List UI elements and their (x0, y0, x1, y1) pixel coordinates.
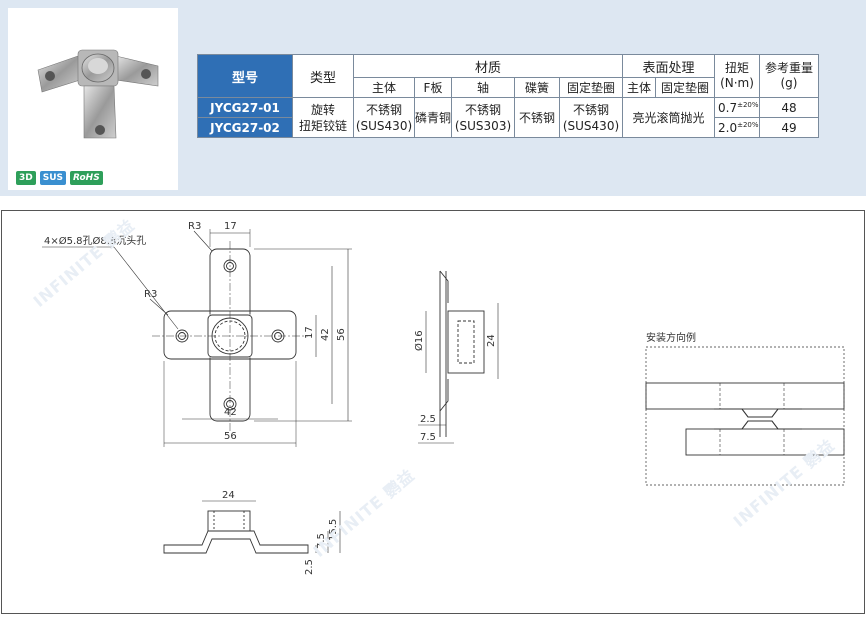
dim-7-5b: 7.5 (316, 533, 327, 549)
radius-label-top: R3 (188, 221, 201, 232)
torque-01: 0.7±20% (714, 97, 760, 118)
badge-sus: SUS (39, 171, 67, 185)
type-cell: 旋转扭矩铰链 (292, 97, 354, 138)
hole-note: 4×Ø5.8孔Ø8.8沉头孔 (44, 234, 146, 247)
torque-02: 2.0±20% (714, 117, 760, 138)
dim-24-h: 24 (222, 490, 235, 501)
body-material: 不锈钢(SUS430) (353, 97, 415, 138)
header-model: 型号 (197, 54, 293, 98)
dim-17-top: 17 (224, 221, 237, 232)
washer-material: 不锈钢(SUS430) (559, 97, 623, 138)
model-jycg27-01: JYCG27-01 (197, 97, 293, 118)
sub-surface-washer: 固定垫圈 (655, 77, 715, 98)
badge-row: 3D SUS RoHS (16, 171, 103, 185)
dim-2-5b: 2.5 (304, 559, 315, 575)
header-weight: 参考重量(g) (759, 54, 819, 98)
dim-d16: Ø16 (413, 330, 425, 351)
radius-label-left: R3 (144, 289, 157, 300)
dim-2-5a: 2.5 (420, 414, 436, 425)
product-photo (8, 8, 178, 190)
header-type: 类型 (292, 54, 354, 98)
technical-drawing: 4×Ø5.8孔Ø8.8沉头孔 R3 R3 17 42 56 17 42 56 Ø… (42, 221, 845, 575)
dim-56-v: 56 (336, 328, 347, 341)
dim-42-v: 42 (320, 328, 331, 341)
spec-table: 型号 类型 材质 表面处理 扭矩(N·m) 参考重量(g) 主体 F板 轴 碟簧… (197, 54, 819, 138)
header-material: 材质 (353, 54, 623, 78)
sub-fplate: F板 (414, 77, 452, 98)
badge-3d: 3D (16, 171, 36, 185)
sub-spring: 碟簧 (514, 77, 560, 98)
header-torque: 扭矩(N·m) (714, 54, 760, 98)
shaft-material: 不锈钢(SUS303) (451, 97, 515, 138)
fplate-material: 磷青铜 (414, 97, 452, 138)
sub-washer: 固定垫圈 (559, 77, 623, 98)
model-jycg27-02: JYCG27-02 (197, 117, 293, 138)
weight-01: 48 (759, 97, 819, 118)
surface-treatment: 亮光滚筒抛光 (622, 97, 715, 138)
install-view (645, 346, 845, 486)
header-surface: 表面处理 (622, 54, 715, 78)
dim-17-v: 17 (304, 326, 315, 339)
sub-shaft: 轴 (451, 77, 515, 98)
spring-material: 不锈钢 (514, 97, 560, 138)
dim-24-v: 24 (486, 334, 497, 347)
drawing-frame: 4×Ø5.8孔Ø8.8沉头孔 R3 R3 17 42 56 17 42 56 Ø… (1, 210, 865, 614)
install-label: 安装方向例 (646, 331, 696, 344)
sub-body: 主体 (353, 77, 415, 98)
bottom-view (163, 500, 341, 554)
dim-42-h: 42 (224, 407, 237, 418)
hinge-photo-image (37, 49, 159, 139)
sub-surface-body: 主体 (622, 77, 656, 98)
weight-02: 49 (759, 117, 819, 138)
badge-rohs: RoHS (70, 171, 103, 185)
dim-7-5a: 7.5 (420, 432, 436, 443)
dim-56-h: 56 (224, 431, 237, 442)
side-view (418, 270, 499, 444)
front-view (42, 229, 352, 447)
dim-15-5: 15.5 (328, 519, 339, 541)
